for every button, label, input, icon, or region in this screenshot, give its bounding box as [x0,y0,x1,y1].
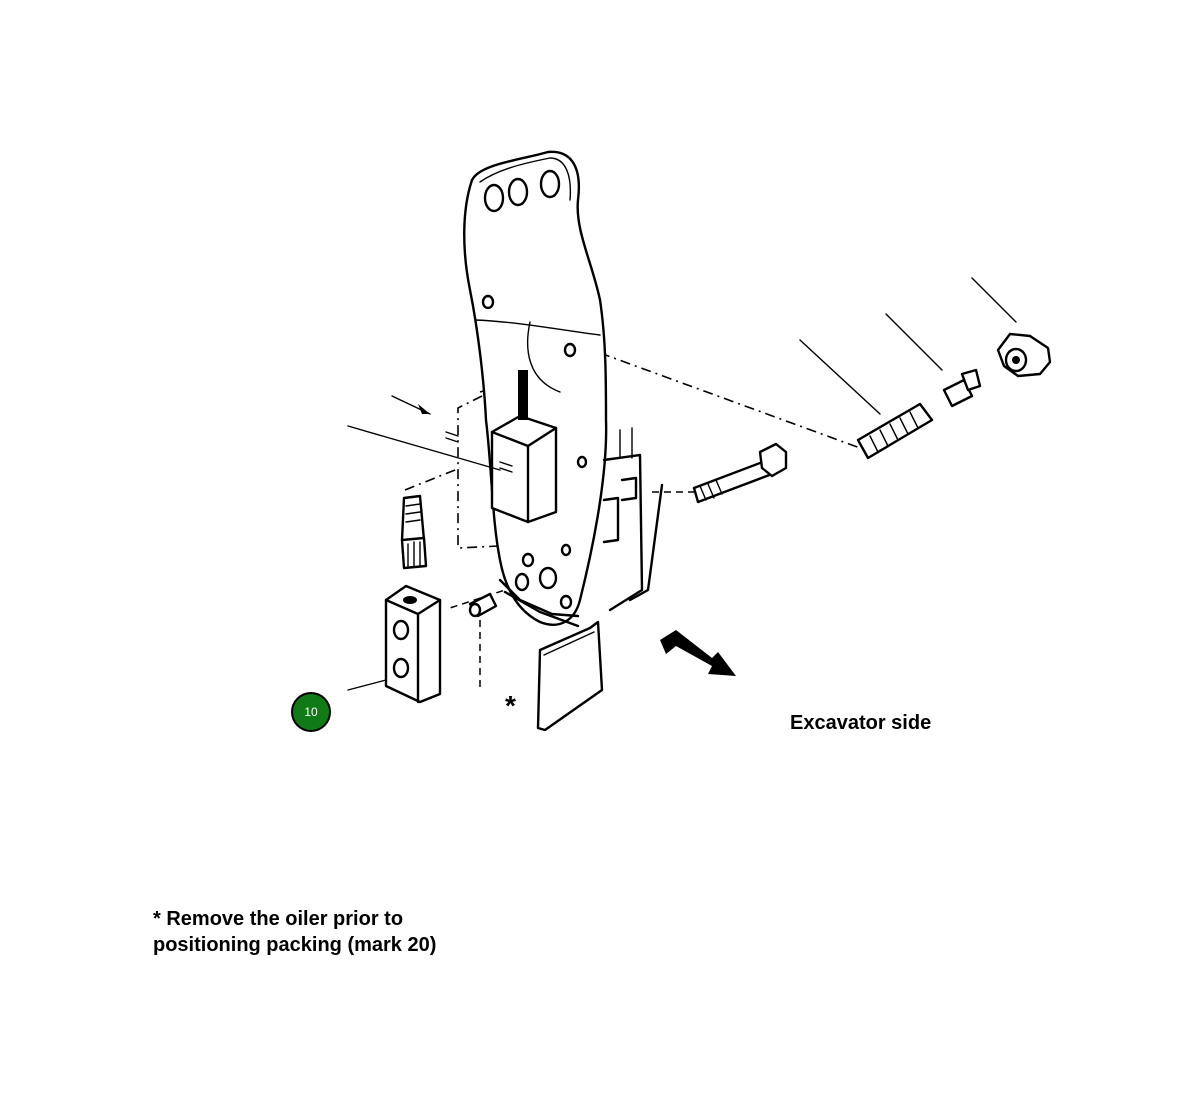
excavator-side-arrow [660,630,736,676]
housing-frame [498,427,664,628]
oiler-fitting [400,494,428,570]
small-hole [563,342,577,358]
coupling-head [996,332,1052,378]
mark-10-label: 10 [304,705,318,719]
oiler-note-line-1: * Remove the oiler prior to [153,908,404,930]
pin [468,592,498,618]
mark-10-badge: 10 [291,692,331,732]
bolt-hole [483,183,505,213]
leader-lines [347,277,1017,691]
block-upper [445,370,558,524]
excavator-side-label: Excavator side [790,712,932,734]
oiler-hole [538,566,558,590]
nipple-fitting [942,368,982,408]
oiler-note: * Remove the oiler prior to positioning … [153,906,436,958]
bolt-hole [539,169,561,199]
block-lower [384,584,442,704]
assembly-centerlines [404,352,861,690]
long-bolt [692,442,788,504]
bracket-plate [463,150,608,626]
sleeve-pin [856,402,934,460]
oiler-note-line-2: positioning packing (mark 20) [153,934,437,956]
packing-plate [536,620,604,732]
small-hole [481,294,495,310]
stud [518,370,528,420]
bolt-hole [507,177,529,207]
oiler-asterisk: * [505,690,516,721]
